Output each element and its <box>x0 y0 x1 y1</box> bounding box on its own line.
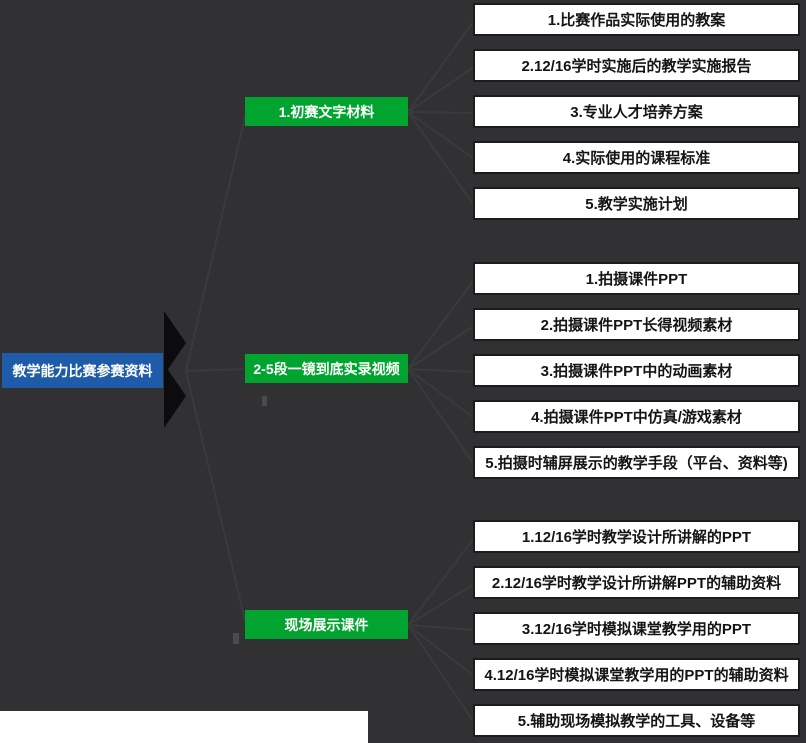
root-arrow-icon <box>164 311 186 375</box>
leaf-item: 5.教学实施计划 <box>473 187 800 220</box>
root-arrow-icon <box>164 364 186 428</box>
leaf-item: 4.12/16学时模拟课堂教学用的PPT的辅助资料 <box>473 658 800 691</box>
connector-stub <box>233 633 239 644</box>
leaf-item: 3.拍摄课件PPT中的动画素材 <box>473 354 800 387</box>
leaf-item: 2.12/16学时教学设计所讲解PPT的辅助资料 <box>473 566 800 599</box>
root-branch-connectors <box>185 111 247 626</box>
leaf-item: 2.拍摄课件PPT长得视频素材 <box>473 308 800 341</box>
background-cutout <box>0 711 368 743</box>
branch-node-preliminary-materials: 1.初赛文字材料 <box>245 97 408 126</box>
connector-stub <box>262 396 267 406</box>
branch-leaf-connectors <box>407 20 475 723</box>
branch-node-recorded-videos: 2-5段一镜到底实录视频 <box>245 354 408 383</box>
leaf-item: 2.12/16学时实施后的教学实施报告 <box>473 49 800 82</box>
leaf-item: 1.拍摄课件PPT <box>473 262 800 295</box>
leaf-item: 3.12/16学时模拟课堂教学用的PPT <box>473 612 800 645</box>
leaf-item: 3.专业人才培养方案 <box>473 95 800 128</box>
leaf-item: 1.12/16学时教学设计所讲解的PPT <box>473 520 800 553</box>
leaf-item: 1.比赛作品实际使用的教案 <box>473 3 800 36</box>
leaf-item: 5.辅助现场模拟教学的工具、设备等 <box>473 704 800 737</box>
leaf-item: 4.拍摄课件PPT中仿真/游戏素材 <box>473 400 800 433</box>
root-node: 教学能力比赛参赛资料 <box>2 353 163 388</box>
leaf-item: 4.实际使用的课程标准 <box>473 141 800 174</box>
branch-node-live-courseware: 现场展示课件 <box>245 610 408 639</box>
leaf-item: 5.拍摄时辅屏展示的教学手段（平台、资料等) <box>473 446 800 479</box>
